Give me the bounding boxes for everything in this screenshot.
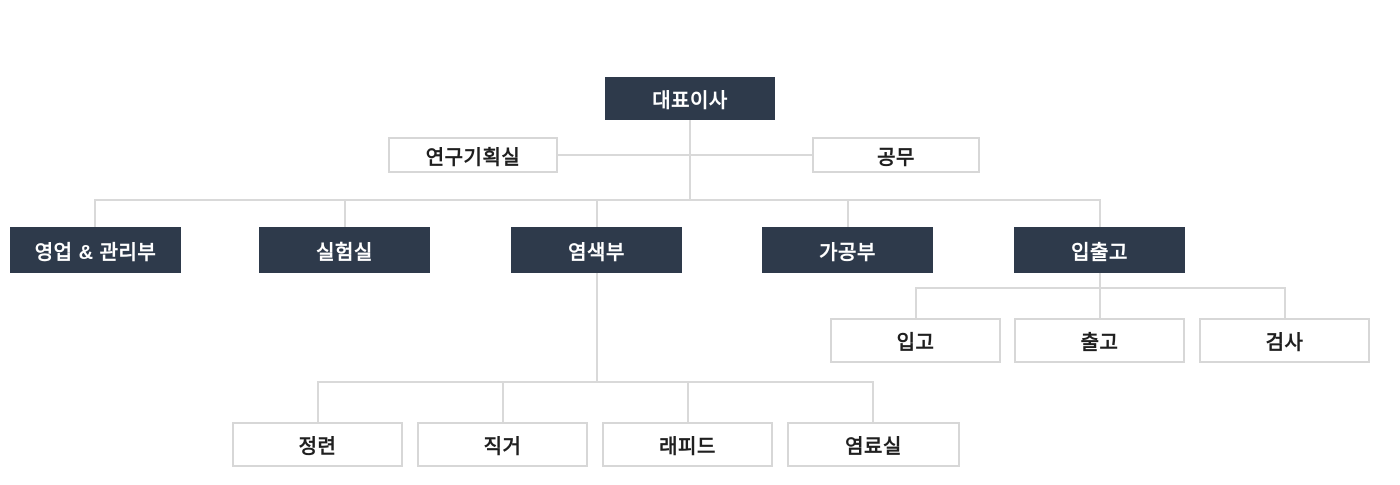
connector-dyeing-drop-1 — [317, 381, 319, 422]
connector-dept3-drop — [596, 199, 598, 228]
org-node-jikgeo: 직거 — [417, 422, 588, 467]
org-node-rapid: 래피드 — [602, 422, 773, 467]
org-node-receiving: 입고 — [830, 318, 1001, 363]
connector-warehouse-drop-1 — [915, 287, 917, 318]
connector-dept1-drop — [94, 199, 96, 228]
connector-dyeing-drop-2 — [502, 381, 504, 422]
org-node-laboratory: 실험실 — [259, 227, 430, 273]
connector-dyeing-horizontal — [317, 381, 874, 383]
connector-dyeing-drop-3 — [687, 381, 689, 422]
org-node-engineering: 공무 — [812, 137, 980, 173]
org-node-ceo: 대표이사 — [605, 77, 775, 120]
org-node-scouring: 정련 — [232, 422, 403, 467]
org-node-sales-management: 영업 & 관리부 — [10, 227, 181, 273]
connector-dyeing-drop-4 — [872, 381, 874, 422]
connector-warehouse-drop-2 — [1099, 287, 1101, 318]
connector-staff-horizontal — [558, 154, 812, 156]
org-node-warehouse-dept: 입출고 — [1014, 227, 1185, 273]
connector-dept5-drop — [1099, 199, 1101, 228]
org-node-dye-room: 염료실 — [787, 422, 960, 467]
connector-ceo-vertical — [689, 120, 691, 201]
connector-dyeing-stem — [596, 273, 598, 383]
org-node-shipping: 출고 — [1014, 318, 1185, 363]
org-node-dyeing-dept: 염색부 — [511, 227, 682, 273]
org-node-inspection: 검사 — [1199, 318, 1370, 363]
org-node-research-planning: 연구기획실 — [388, 137, 558, 173]
org-node-processing-dept: 가공부 — [762, 227, 933, 273]
connector-dept2-drop — [344, 199, 346, 228]
connector-warehouse-stem — [1099, 273, 1101, 289]
connector-warehouse-drop-3 — [1284, 287, 1286, 318]
connector-dept4-drop — [847, 199, 849, 228]
